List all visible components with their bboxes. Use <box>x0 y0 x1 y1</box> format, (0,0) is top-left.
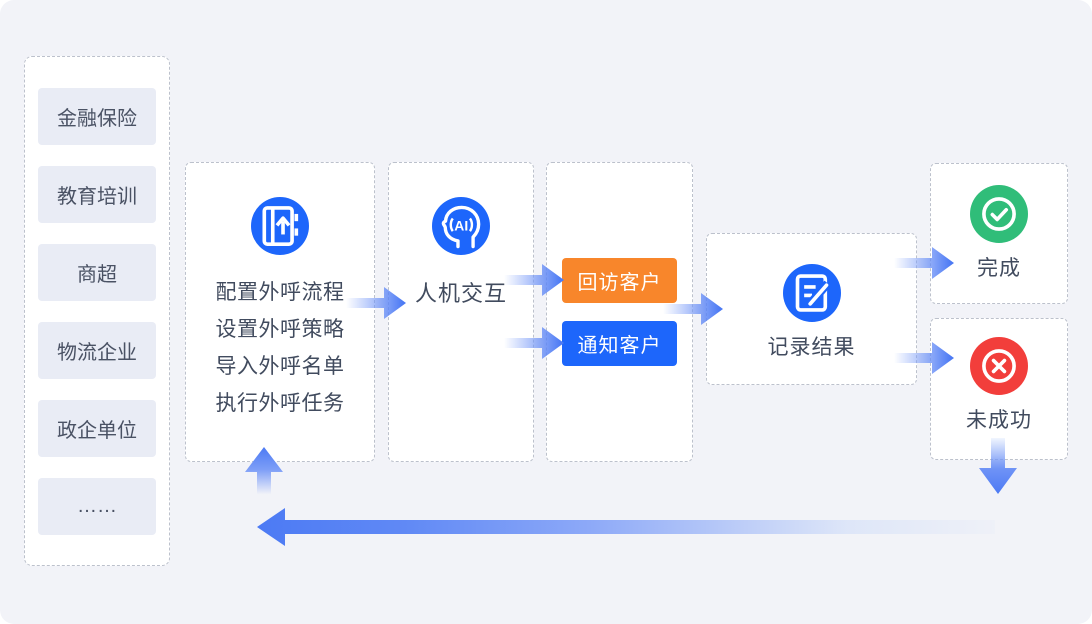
industry-item: 政企单位 <box>38 400 156 457</box>
record-result-panel: 记录结果 <box>706 233 917 385</box>
industry-item: 金融保险 <box>38 88 156 145</box>
failure-label: 未成功 <box>966 409 1032 432</box>
setup-step: 执行外呼任务 <box>215 392 345 415</box>
setup-step: 设置外呼策略 <box>215 318 345 341</box>
interaction-label: 人机交互 <box>414 281 507 306</box>
human-machine-interaction-panel: AI 人机交互 <box>388 162 534 462</box>
ai-head-icon: AI <box>432 197 490 255</box>
edit-document-icon <box>782 264 841 322</box>
setup-step: 导入外呼名单 <box>215 355 345 378</box>
success-label: 完成 <box>977 257 1021 280</box>
setup-steps-panel: 配置外呼流程 设置外呼策略 导入外呼名单 执行外呼任务 <box>185 162 375 462</box>
check-circle-icon <box>970 185 1028 243</box>
outcome-failure-panel: 未成功 <box>930 318 1068 460</box>
setup-step: 配置外呼流程 <box>215 281 345 304</box>
feedback-loop-arrow <box>257 508 995 546</box>
x-circle-icon <box>970 337 1028 395</box>
record-label: 记录结果 <box>767 336 856 359</box>
industry-list-panel: 金融保险 教育培训 商超 物流企业 政企单位 …… <box>24 56 170 566</box>
industry-item: 物流企业 <box>38 322 156 379</box>
industry-item: …… <box>38 478 156 535</box>
notify-customer-button: 通知客户 <box>562 321 677 366</box>
notebook-import-icon <box>251 197 309 255</box>
setup-step-list: 配置外呼流程 设置外呼策略 导入外呼名单 执行外呼任务 <box>216 274 345 422</box>
industry-item: 教育培训 <box>38 166 156 223</box>
industry-item: 商超 <box>38 244 156 301</box>
call-task-panel: 回访客户 通知客户 <box>546 162 693 462</box>
ai-text: AI <box>454 217 468 233</box>
revisit-customer-button: 回访客户 <box>562 258 677 303</box>
outcome-success-panel: 完成 <box>930 163 1068 304</box>
